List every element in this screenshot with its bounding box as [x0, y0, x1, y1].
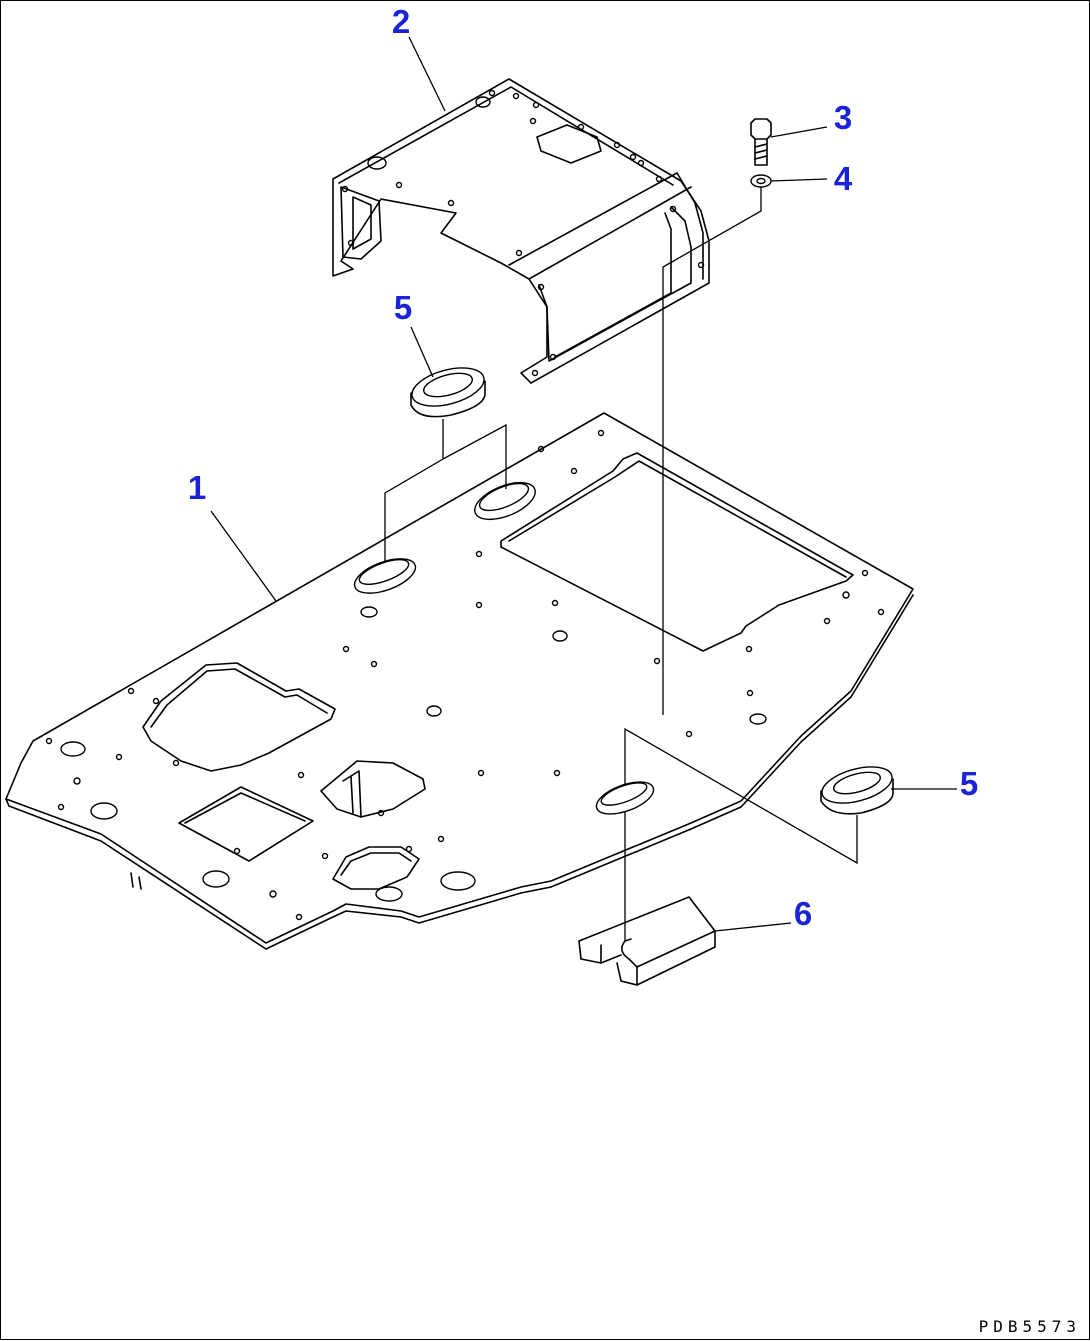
- callout-3: 3: [834, 99, 852, 136]
- drawing-code: PDB5573: [978, 1317, 1081, 1336]
- block-part: [578, 896, 716, 986]
- callout-5-upper: 5: [394, 289, 412, 326]
- callout-5-right: 5: [960, 765, 978, 802]
- bolt-part: [750, 118, 772, 166]
- cover-part: [332, 78, 710, 384]
- callout-6: 6: [794, 895, 812, 932]
- callout-1: 1: [188, 469, 206, 506]
- callout-labels: 2 3 4 5 1 5 6: [188, 3, 978, 932]
- leader-lines: [210, 36, 957, 941]
- callout-4: 4: [834, 160, 853, 197]
- floor-plate-part: [5, 412, 914, 950]
- callout-2: 2: [392, 3, 410, 40]
- washer-part: [750, 174, 772, 188]
- grommet-upper-part: [410, 367, 486, 418]
- grommet-right-part: [820, 766, 894, 815]
